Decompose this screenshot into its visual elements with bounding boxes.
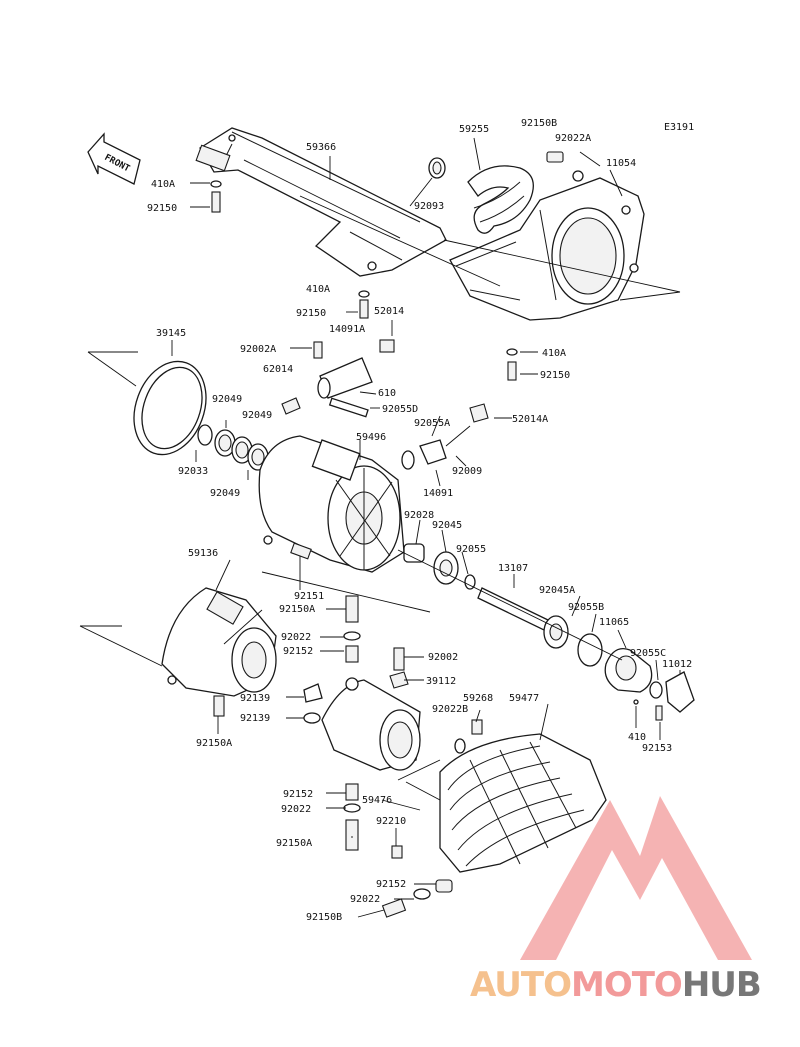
callout-label: 59476 bbox=[362, 795, 392, 806]
shaft-13107-part bbox=[477, 587, 603, 667]
callout-label: 59366 bbox=[306, 142, 336, 153]
callout-label: 13107 bbox=[498, 563, 528, 574]
callout-label: 92009 bbox=[452, 466, 482, 477]
callout-label: 92150B bbox=[306, 912, 342, 923]
watermark-text: AUTOMOTOHUB bbox=[470, 965, 761, 1005]
fasteners-part bbox=[210, 151, 663, 918]
callout-label: 92150 bbox=[296, 308, 326, 319]
impeller-vane-part bbox=[467, 165, 534, 234]
plate-14091-part bbox=[401, 425, 471, 470]
callout-label: 92055C bbox=[630, 648, 666, 659]
callout-label: 92022 bbox=[350, 894, 380, 905]
key-610-part bbox=[328, 397, 369, 418]
watermark-part1: AUTO bbox=[470, 965, 571, 1005]
callout-label: 92049 bbox=[212, 394, 242, 405]
ring-39145-part bbox=[133, 360, 207, 456]
callout-label: 92055A bbox=[414, 418, 450, 429]
callout-label: 410A bbox=[151, 179, 175, 190]
callout-label: 14091A bbox=[329, 324, 365, 335]
callout-label: 92150A bbox=[196, 738, 232, 749]
callout-label: 59268 bbox=[463, 693, 493, 704]
bolt-92049-part bbox=[281, 397, 301, 415]
nozzle-59476-part bbox=[321, 677, 421, 771]
callout-label: 52014 bbox=[374, 306, 404, 317]
callout-label: 92152 bbox=[283, 646, 313, 657]
callout-label: 410 bbox=[628, 732, 646, 743]
housing-11054-part bbox=[449, 177, 645, 321]
callout-label: 92150A bbox=[279, 604, 315, 615]
callout-label: 92022 bbox=[281, 632, 311, 643]
nozzle-59136-part bbox=[161, 587, 277, 697]
callout-label: 62014 bbox=[263, 364, 293, 375]
callout-label: 92002 bbox=[428, 652, 458, 663]
callout-label: 410A bbox=[306, 284, 330, 295]
callout-label: 92150 bbox=[540, 370, 570, 381]
callout-label: 92139 bbox=[240, 693, 270, 704]
callout-label: 92152 bbox=[376, 879, 406, 890]
callout-label: 92028 bbox=[404, 510, 434, 521]
callout-label: 59477 bbox=[509, 693, 539, 704]
callout-label: 92045A bbox=[539, 585, 575, 596]
sensor-62014-part bbox=[313, 339, 395, 399]
callout-label: 92049 bbox=[242, 410, 272, 421]
front-arrow: FRONT bbox=[87, 132, 141, 185]
callout-label: 92045 bbox=[432, 520, 462, 531]
callout-label: 11065 bbox=[599, 617, 629, 628]
callout-label: 11012 bbox=[662, 659, 692, 670]
callout-label: 14091 bbox=[423, 488, 453, 499]
callout-label: 92152 bbox=[283, 789, 313, 800]
watermark-part2: MOTO bbox=[571, 965, 682, 1005]
callout-label: 92022B bbox=[432, 704, 468, 715]
callout-label: 92150A bbox=[276, 838, 312, 849]
callout-label: 92210 bbox=[376, 816, 406, 827]
callout-label: 59496 bbox=[356, 432, 386, 443]
callout-label: 59136 bbox=[188, 548, 218, 559]
callout-label: 92055D bbox=[382, 404, 418, 415]
callout-label: 92093 bbox=[414, 201, 444, 212]
callout-label: 92022 bbox=[281, 804, 311, 815]
callout-label: 59255 bbox=[459, 124, 489, 135]
bucket-59477-part bbox=[439, 733, 607, 873]
callout-label: 92153 bbox=[642, 743, 672, 754]
callout-label: 92139 bbox=[240, 713, 270, 724]
callout-label: 410A bbox=[542, 348, 566, 359]
seals-92049-part bbox=[197, 424, 269, 471]
callout-label: 92055B bbox=[568, 602, 604, 613]
callout-label: 92033 bbox=[178, 466, 208, 477]
callout-label: 39145 bbox=[156, 328, 186, 339]
cap-11065-part bbox=[604, 647, 663, 699]
callout-labels: 59366 410A 92150 59255 92150B 92022A 110… bbox=[147, 118, 692, 923]
leader-lines bbox=[79, 137, 681, 918]
callout-label: 92022A bbox=[555, 133, 591, 144]
callout-label: 92150B bbox=[521, 118, 557, 129]
callout-label: 39112 bbox=[426, 676, 456, 687]
watermark-part3: HUB bbox=[682, 965, 761, 1005]
cone-11012-part bbox=[665, 671, 695, 713]
pump-case-59496-part bbox=[258, 435, 405, 573]
callout-label: 11054 bbox=[606, 158, 636, 169]
seal-92093-part bbox=[428, 157, 446, 179]
callout-label: 92055 bbox=[456, 544, 486, 555]
watermark-logo bbox=[520, 796, 752, 960]
callout-label: 610 bbox=[378, 388, 396, 399]
pump-cover-part bbox=[195, 127, 447, 277]
diagram-code: E3191 bbox=[664, 122, 694, 133]
callout-label: 52014A bbox=[512, 414, 548, 425]
callout-label: 92151 bbox=[294, 591, 324, 602]
callout-label: 92049 bbox=[210, 488, 240, 499]
callout-label: 92150 bbox=[147, 203, 177, 214]
callout-label: 92002A bbox=[240, 344, 276, 355]
fitting-52014A-part bbox=[469, 403, 489, 423]
